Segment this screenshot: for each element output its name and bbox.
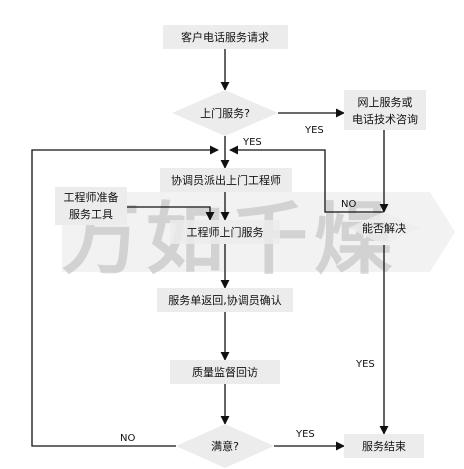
svg-text:工程师上门服务: 工程师上门服务 bbox=[187, 225, 264, 239]
node-qa: 质量监督回访 bbox=[170, 360, 280, 384]
svg-text:上门服务?: 上门服务? bbox=[200, 106, 250, 120]
node-satisfied-q: 满意? bbox=[176, 424, 274, 468]
svg-text:协调员派出上门工程师: 协调员派出上门工程师 bbox=[171, 173, 281, 187]
svg-text:满意?: 满意? bbox=[211, 439, 239, 453]
edge-satisfied-no-to-dispatch bbox=[31, 145, 219, 447]
edge-prep-to-onsite bbox=[120, 206, 215, 221]
label-onsite-no-yes: YES bbox=[304, 125, 324, 136]
svg-text:服务工具: 服务工具 bbox=[69, 208, 113, 221]
svg-text:服务单返回,协调员确认: 服务单返回,协调员确认 bbox=[168, 293, 282, 307]
node-request: 客户电话服务请求 bbox=[163, 25, 288, 49]
node-online: 网上服务或 电话技术咨询 bbox=[344, 90, 426, 130]
node-return: 服务单返回,协调员确认 bbox=[157, 288, 293, 312]
svg-text:网上服务或: 网上服务或 bbox=[358, 96, 413, 109]
svg-text:质量监督回访: 质量监督回访 bbox=[192, 365, 258, 379]
node-onsite: 工程师上门服务 bbox=[170, 220, 280, 244]
label-satisfied-no: NO bbox=[120, 433, 135, 444]
node-dispatch: 协调员派出上门工程师 bbox=[160, 168, 292, 192]
svg-text:电话技术咨询: 电话技术咨询 bbox=[352, 112, 418, 126]
svg-text:客户电话服务请求: 客户电话服务请求 bbox=[181, 30, 269, 44]
edge-resolved-no-to-dispatch bbox=[229, 145, 384, 213]
node-prep: 工程师准备 服务工具 bbox=[55, 187, 127, 225]
edges bbox=[31, 49, 389, 451]
node-onsite-q: 上门服务? bbox=[172, 90, 278, 136]
label-resolved-yes: YES bbox=[355, 359, 375, 370]
label-resolved-no: NO bbox=[341, 199, 356, 210]
svg-text:服务结束: 服务结束 bbox=[362, 440, 406, 453]
node-end: 服务结束 bbox=[344, 434, 424, 458]
svg-text:工程师准备: 工程师准备 bbox=[64, 190, 119, 204]
node-resolved-q: 能否解决 bbox=[348, 212, 420, 245]
svg-text:能否解决: 能否解决 bbox=[362, 221, 406, 235]
label-satisfied-yes: YES bbox=[295, 429, 315, 440]
label-onsite-yes: YES bbox=[242, 137, 262, 148]
